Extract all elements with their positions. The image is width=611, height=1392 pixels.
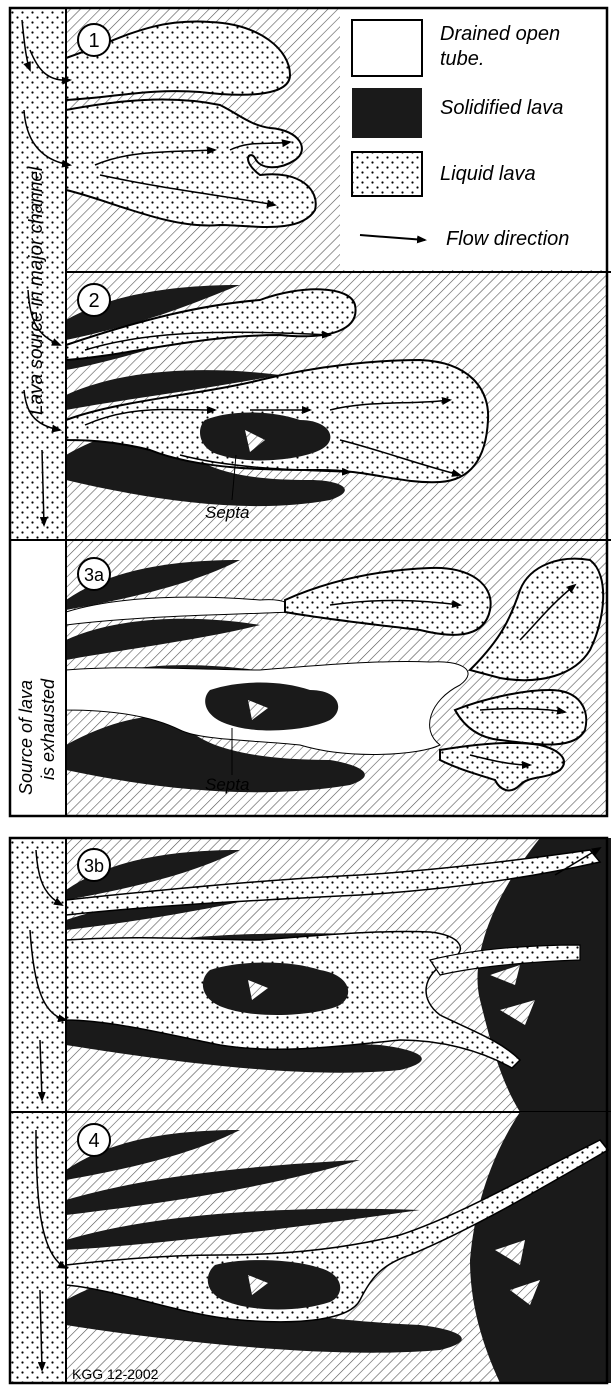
drained-swatch [352, 20, 422, 76]
side-label-exhausted-2: is exhausted [38, 678, 58, 780]
stage-3b-label: 3b [84, 856, 104, 876]
stage-1-label: 1 [88, 30, 99, 52]
credit-label: KGG 12-2002 [72, 1366, 159, 1382]
septa-label-3a: Septa [205, 775, 249, 794]
stage-2-label: 2 [88, 290, 99, 312]
side-label-exhausted-1: Source of lava [16, 680, 36, 795]
legend-drained-2: tube. [440, 48, 484, 70]
legend-flow: Flow direction [446, 228, 569, 250]
side-label-source: Lava source in major channel [26, 166, 47, 415]
liquid-swatch [352, 152, 422, 196]
septa-label-2: Septa [205, 503, 249, 522]
source-channel [10, 838, 66, 1383]
legend-solidified: Solidified lava [440, 97, 563, 119]
legend-drained-1: Drained open [440, 23, 560, 45]
stage-4-label: 4 [88, 1130, 99, 1152]
solidified-swatch [352, 88, 422, 138]
top-figure: Drained open tube. Solidified lava Liqui… [10, 8, 611, 816]
stage-3a-label: 3a [84, 565, 105, 585]
legend-liquid: Liquid lava [440, 163, 536, 185]
bottom-figure: 3b 4 KGG 12-2002 [10, 838, 611, 1383]
